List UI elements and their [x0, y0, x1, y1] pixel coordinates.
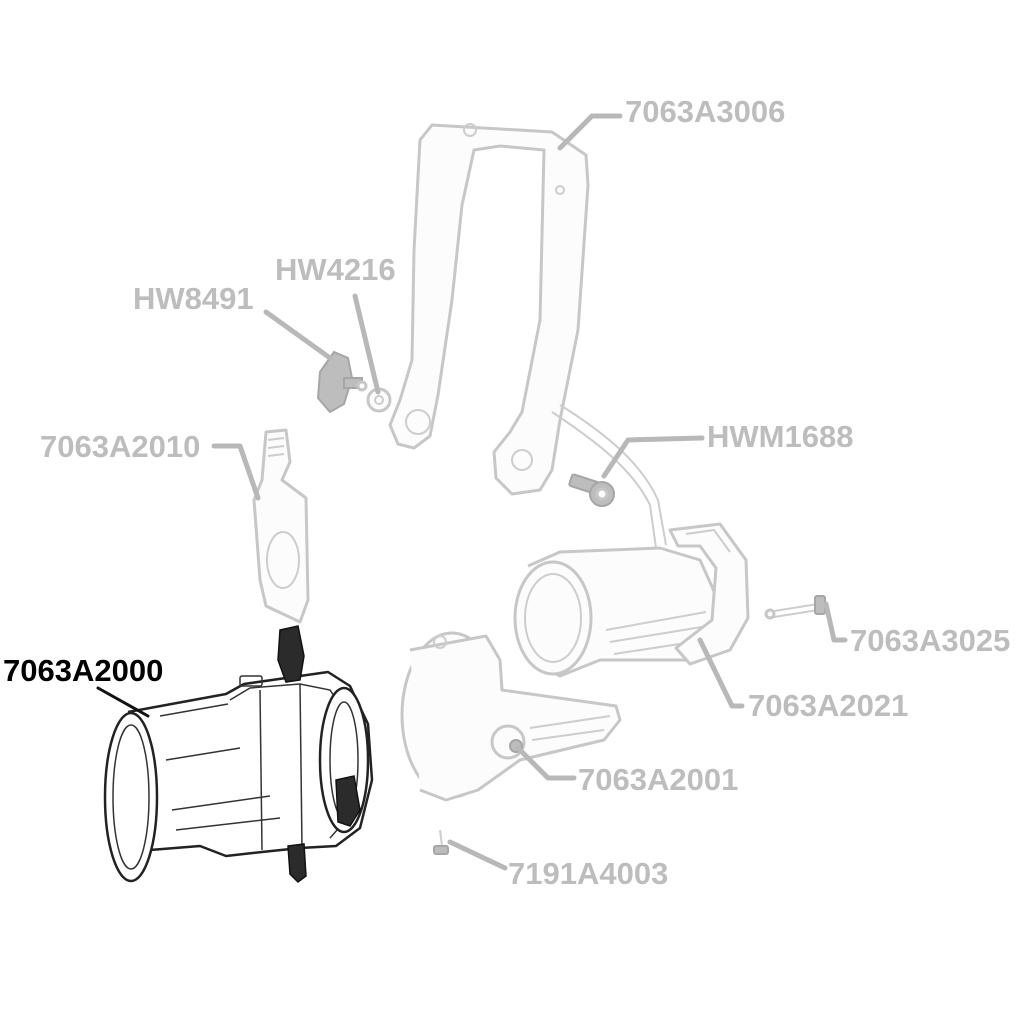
leader-7191A4003: [447, 839, 508, 871]
label-7063A2021[interactable]: 7063A2021: [748, 688, 908, 723]
label-HW4216[interactable]: HW4216: [275, 252, 396, 287]
label-7063A2010[interactable]: 7063A2010: [40, 429, 200, 464]
leader-HWM1688: [601, 435, 705, 479]
label-7063A3006[interactable]: 7063A3006: [625, 94, 785, 129]
part-labels: 7063A3006 HW8491 HW4216 7063A2010 HWM168…: [3, 94, 1010, 891]
leader-lines: [96, 113, 848, 871]
lens-tube-assembly-part[interactable]: [103, 625, 374, 883]
label-7063A3025[interactable]: 7063A3025: [850, 623, 1010, 658]
label-7063A2000[interactable]: 7063A2000: [3, 653, 163, 688]
leader-HW4216: [352, 293, 381, 395]
leader-7063A2000: [96, 686, 150, 718]
knob-part[interactable]: [316, 350, 368, 414]
washer-part[interactable]: [366, 387, 392, 413]
yoke-part[interactable]: [388, 123, 667, 549]
leader-HW8491: [263, 309, 333, 361]
leader-7063A3006: [557, 113, 623, 151]
label-7191A4003[interactable]: 7191A4003: [508, 856, 668, 891]
screw-part[interactable]: [568, 473, 615, 507]
leader-7063A3025: [823, 601, 848, 643]
label-7063A2001[interactable]: 7063A2001: [578, 762, 738, 797]
gobo-holder-part[interactable]: [252, 428, 310, 624]
ring-housing-part[interactable]: [400, 631, 622, 802]
barrel-part[interactable]: [513, 522, 750, 678]
rod-part[interactable]: [764, 595, 826, 620]
label-HWM1688[interactable]: HWM1688: [707, 419, 853, 454]
leader-7063A2021: [697, 637, 745, 709]
leader-7063A2010: [211, 443, 261, 501]
small-screw-part[interactable]: [433, 829, 449, 855]
label-HW8491[interactable]: HW8491: [133, 281, 254, 316]
leader-7063A2001: [515, 745, 577, 781]
